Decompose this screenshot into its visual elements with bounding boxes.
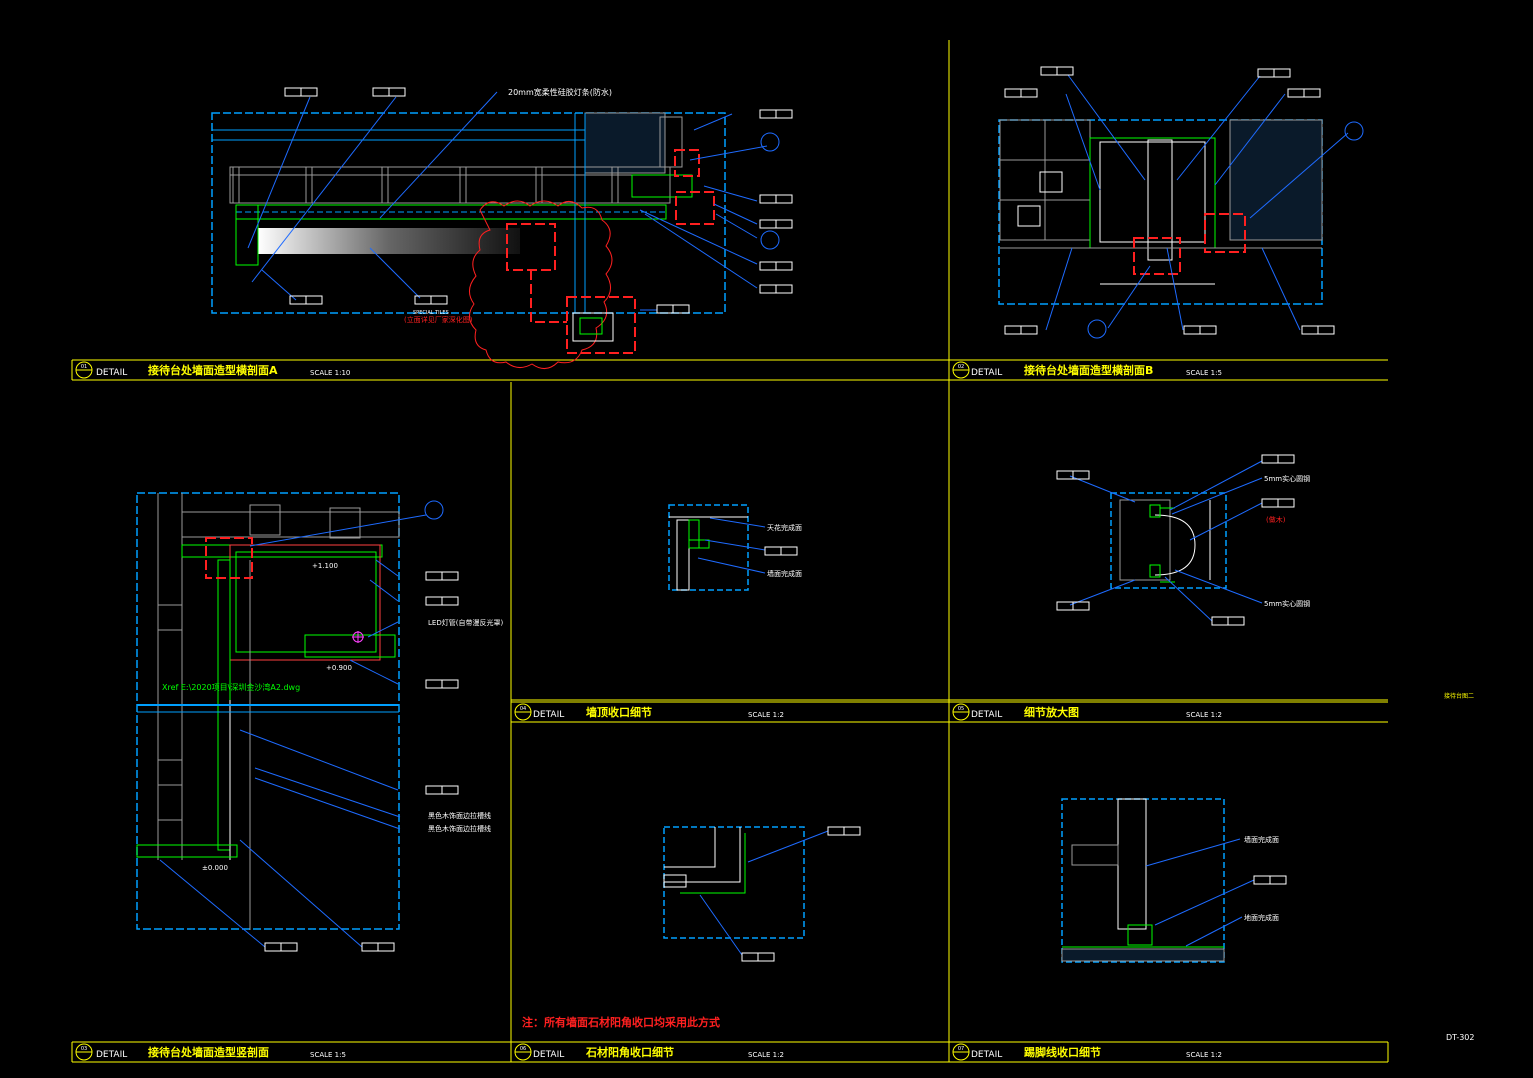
- d5-label-1: 5mm实心圆钢: [1264, 474, 1310, 483]
- detail-05-drawing: 5mm实心圆钢 5mm实心圆钢 (做木): [1056, 454, 1310, 626]
- svg-text:DETAIL: DETAIL: [971, 368, 1002, 378]
- title-bar-01: 01 DETAIL 接待台处墙面造型横剖面A SCALE 1:10: [71, 359, 949, 381]
- svg-text:DETAIL: DETAIL: [971, 1050, 1002, 1060]
- detail-scale-07: SCALE 1:2: [1186, 1051, 1222, 1059]
- detail-title-01: 接待台处墙面造型横剖面A: [148, 363, 278, 377]
- detail-scale-01: SCALE 1:10: [310, 369, 350, 377]
- detail-num-04: 04: [520, 706, 526, 712]
- svg-text:DETAIL: DETAIL: [533, 1050, 564, 1060]
- d3-level-bot: ±0.000: [202, 864, 228, 872]
- detail-scale-05: SCALE 1:2: [1186, 711, 1222, 719]
- detail-06-drawing: 注：所有墙面石材阳角收口均采用此方式: [522, 826, 861, 1029]
- d3-note-b: 黑色木饰面边拉槽线: [428, 824, 491, 833]
- svg-text:DETAIL: DETAIL: [533, 710, 564, 720]
- detail-title-05: 细节放大图: [1024, 705, 1079, 719]
- detail-scale-06: SCALE 1:2: [748, 1051, 784, 1059]
- d3-xref: Xref E:\2020项目\深圳金沙湾A2.dwg: [162, 682, 300, 692]
- d5-label-2: 5mm实心圆钢: [1264, 599, 1310, 608]
- detail-word: DETAIL: [96, 368, 127, 378]
- detail-num-02: 02: [958, 364, 964, 370]
- d1-special-tiles: SPECIAL TILES: [413, 310, 449, 316]
- title-bar-03: 03 DETAIL 接待台处墙面造型竖剖面 SCALE 1:5: [71, 1041, 511, 1063]
- d3-level-top: +1.100: [312, 562, 338, 570]
- sheet-note: 注：所有墙面石材阳角收口均采用此方式: [522, 1015, 720, 1029]
- detail-01-drawing: 20mm宽柔性硅胶灯条(防水) SPECIAL TILES (立面详见厂家深化图…: [211, 87, 793, 369]
- d1-top-note: 20mm宽柔性硅胶灯条(防水): [508, 87, 612, 97]
- detail-title-03: 接待台处墙面造型竖剖面: [148, 1045, 269, 1059]
- d1-red-note: (立面详见厂家深化图): [404, 315, 473, 324]
- title-bar-02: 02 DETAIL 接待台处墙面造型横剖面B SCALE 1:5: [949, 359, 1388, 381]
- detail-03-drawing: Xref E:\2020项目\深圳金沙湾A2.dwg LED灯管(自带漫反光罩)…: [136, 492, 503, 952]
- detail-num-07: 07: [958, 1046, 964, 1052]
- detail-02-drawing: [998, 66, 1364, 339]
- detail-scale-04: SCALE 1:2: [748, 711, 784, 719]
- d3-led: LED灯管(自带漫反光罩): [428, 618, 503, 627]
- d4-label-wall: 墙面完成面: [767, 569, 802, 578]
- sheet-side-note: 接待台图二: [1444, 692, 1474, 700]
- title-bar-07: 07 DETAIL 踢脚线收口细节 SCALE 1:2: [949, 1041, 1389, 1063]
- detail-07-drawing: 墙面完成面 地面完成面: [1061, 798, 1287, 963]
- svg-text:DETAIL: DETAIL: [971, 710, 1002, 720]
- detail-num-01: 01: [81, 364, 87, 370]
- d4-label-ceiling: 天花完成面: [767, 523, 802, 532]
- detail-title-07: 踢脚线收口细节: [1024, 1045, 1101, 1059]
- d7-label-wall: 墙面完成面: [1244, 835, 1279, 844]
- detail-title-02: 接待台处墙面造型横剖面B: [1024, 363, 1153, 377]
- detail-scale-03: SCALE 1:5: [310, 1051, 346, 1059]
- detail-num-03: 03: [81, 1046, 87, 1052]
- d3-level-mid: +0.900: [326, 664, 352, 672]
- detail-04-drawing: 天花完成面 墙面完成面: [668, 504, 802, 591]
- sheet-number: DT-302: [1446, 1033, 1474, 1042]
- title-bar-06: 06 DETAIL 石材阳角收口细节 SCALE 1:2: [511, 1041, 949, 1063]
- detail-title-06: 石材阳角收口细节: [585, 1045, 674, 1059]
- detail-num-06: 06: [520, 1046, 526, 1052]
- svg-text:DETAIL: DETAIL: [96, 1050, 127, 1060]
- d3-note-a: 黑色木饰面边拉槽线: [428, 811, 491, 820]
- title-bar-05: 05 DETAIL 细节放大图 SCALE 1:2: [949, 701, 1388, 723]
- detail-num-05: 05: [958, 706, 964, 712]
- d7-label-floor: 地面完成面: [1244, 913, 1279, 922]
- detail-title-04: 墙顶收口细节: [586, 705, 652, 719]
- detail-scale-02: SCALE 1:5: [1186, 369, 1222, 377]
- title-bar-04: 04 DETAIL 墙顶收口细节 SCALE 1:2: [511, 701, 949, 723]
- d5-red-note: (做木): [1266, 515, 1286, 524]
